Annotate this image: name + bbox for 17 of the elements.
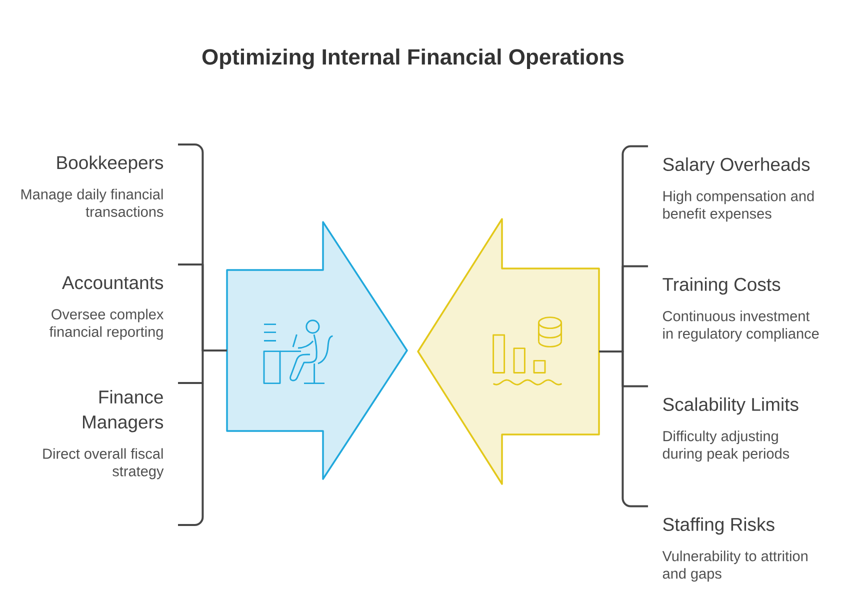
item-description: Vulnerability to attrition and gaps: [662, 550, 808, 582]
item-description: Direct overall fiscal strategy: [43, 448, 164, 480]
item-description: Continuous investment in regulatory compliance: [663, 310, 819, 342]
bracket-line: [178, 350, 227, 384]
item-heading: Salary Overheads: [663, 157, 810, 175]
bracket-line: [599, 350, 648, 508]
item-description: Manage daily financial transactions: [21, 188, 164, 217]
item-description: High compensation and benefit expenses: [663, 190, 814, 222]
title: Optimizing Internal Financial Operations: [202, 48, 624, 70]
item-heading: Accountants: [62, 276, 164, 290]
item-heading: Bookkeepers: [57, 156, 164, 173]
item-description: Oversee complex financial reporting: [49, 308, 164, 340]
item-heading: Finance Managers: [83, 390, 164, 432]
item-heading: Training Costs: [662, 277, 780, 295]
item-description: Difficulty adjusting during peak periods: [662, 430, 790, 462]
item-heading: Staffing Risks: [663, 517, 774, 535]
item-heading: Scalability Limits: [663, 397, 798, 415]
